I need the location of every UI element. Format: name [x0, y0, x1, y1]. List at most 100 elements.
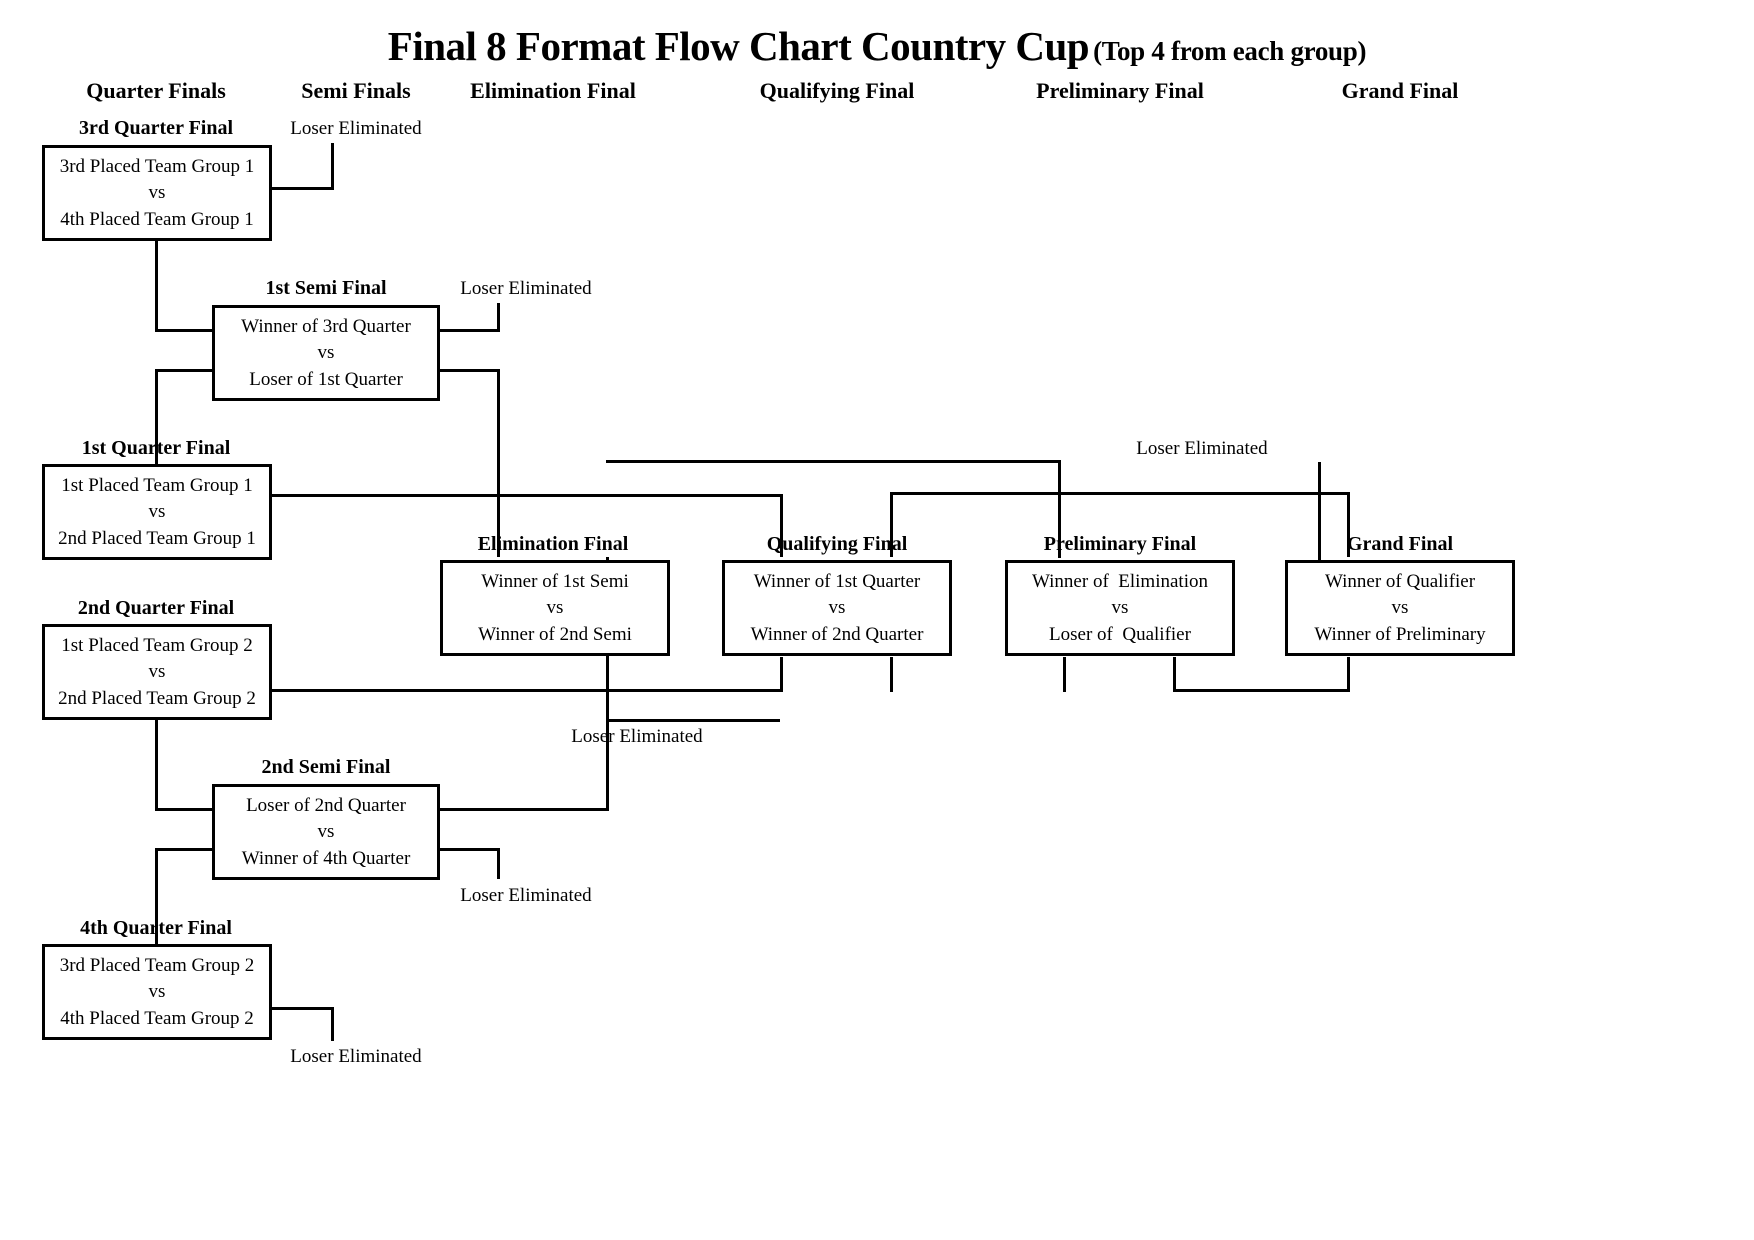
box-preliminary-final-bottom: Loser of Qualifier — [1049, 624, 1191, 645]
box-1st-semi-final[interactable]: Winner of 3rd Quarter vs Loser of 1st Qu… — [212, 305, 440, 401]
note-loser-eliminated-sf1: Loser Eliminated — [460, 278, 592, 299]
box-2nd-semi-final-bottom: Winner of 4th Quarter — [241, 848, 411, 869]
connector-sf1-to-elim-h — [438, 369, 500, 372]
box-preliminary-final-top: Winner of Elimination — [1031, 571, 1208, 592]
title-subtitle-text: (Top 4 from each group) — [1093, 36, 1367, 66]
box-1st-quarter-final-bottom: 2nd Placed Team Group 1 — [58, 528, 256, 549]
box-3rd-quarter-final[interactable]: 3rd Placed Team Group 1 vs 4th Placed Te… — [42, 145, 272, 241]
box-title-grand-final: Grand Final — [1346, 533, 1454, 555]
box-title-preliminary-final: Preliminary Final — [1043, 533, 1197, 555]
box-1st-semi-final-top: Winner of 3rd Quarter — [241, 316, 411, 337]
box-3rd-quarter-final-vs: vs — [148, 182, 166, 203]
note-loser-eliminated-qf3: Loser Eliminated — [290, 118, 422, 139]
box-elimination-final-top: Winner of 1st Semi — [481, 571, 629, 592]
connector-sf2-loser-h — [438, 848, 500, 851]
box-grand-final[interactable]: Winner of Qualifier vs Winner of Prelimi… — [1285, 560, 1515, 656]
connector-qf3-loser-h — [268, 187, 334, 190]
connector-qual-to-grand-v — [1063, 657, 1066, 692]
box-2nd-quarter-final-bottom: 2nd Placed Team Group 2 — [58, 688, 256, 709]
box-2nd-quarter-final-top: 1st Placed Team Group 2 — [61, 635, 253, 656]
connector-qf4-to-sf2-h — [155, 848, 215, 851]
box-2nd-semi-final-top: Loser of 2nd Quarter — [246, 795, 406, 816]
connector-prelim-loser-v — [1318, 462, 1321, 560]
column-header-preliminary-final: Preliminary Final — [1036, 78, 1204, 103]
title-main-text: Final 8 Format Flow Chart Country Cup — [387, 23, 1090, 69]
box-title-qualifying-final: Qualifying Final — [766, 533, 908, 555]
connector-qf2-to-qual-h — [268, 689, 783, 692]
note-loser-eliminated-qf4: Loser Eliminated — [290, 1046, 422, 1067]
box-title-1st-quarter-final: 1st Quarter Final — [81, 437, 231, 459]
box-qualifying-final-bottom: Winner of 2nd Quarter — [750, 624, 924, 645]
connector-sf1-loser-h — [438, 329, 500, 332]
box-title-3rd-quarter-final: 3rd Quarter Final — [78, 117, 234, 139]
box-1st-quarter-final[interactable]: 1st Placed Team Group 1 vs 2nd Placed Te… — [42, 464, 272, 560]
box-grand-final-bottom: Winner of Preliminary — [1314, 624, 1486, 645]
box-title-4th-quarter-final: 4th Quarter Final — [80, 917, 232, 939]
box-1st-semi-final-bottom: Loser of 1st Quarter — [249, 369, 403, 390]
box-title-1st-semi-final: 1st Semi Final — [265, 277, 387, 299]
box-1st-quarter-final-vs: vs — [148, 501, 166, 522]
note-loser-eliminated-sf2: Loser Eliminated — [460, 885, 592, 906]
column-header-qualifying-final: Qualifying Final — [759, 78, 915, 103]
connector-elim-to-prelim-h — [606, 460, 1061, 463]
connector-elim-loser-v — [606, 657, 609, 721]
box-title-2nd-quarter-final: 2nd Quarter Final — [77, 597, 235, 619]
connector-prelim-bottom-left-v — [1173, 657, 1176, 692]
connector-qual-loser-v — [890, 657, 893, 692]
box-4th-quarter-final-bottom: 4th Placed Team Group 2 — [60, 1008, 254, 1029]
box-qualifying-final-top: Winner of 1st Quarter — [753, 571, 921, 592]
box-preliminary-final-vs: vs — [1111, 597, 1129, 618]
box-4th-quarter-final[interactable]: 3rd Placed Team Group 2 vs 4th Placed Te… — [42, 944, 272, 1040]
connector-elim-to-prelim-v2 — [1058, 460, 1061, 558]
box-2nd-quarter-final[interactable]: 1st Placed Team Group 2 vs 2nd Placed Te… — [42, 624, 272, 720]
box-grand-final-vs: vs — [1391, 597, 1409, 618]
connector-elim-to-prelim-v — [780, 657, 783, 692]
connector-prelim-bottom-right-v — [1347, 657, 1350, 692]
box-2nd-quarter-final-vs: vs — [148, 661, 166, 682]
connector-qf3-loser-v — [331, 143, 334, 190]
connector-qf1-to-qual-v — [780, 494, 783, 557]
box-4th-quarter-final-top: 3rd Placed Team Group 2 — [59, 955, 255, 976]
connector-qf3-to-sf1-v — [155, 240, 158, 331]
connector-sf1-to-elim-v — [497, 369, 500, 557]
column-header-elimination-final: Elimination Final — [470, 78, 636, 103]
connector-sf1-loser-v — [497, 303, 500, 332]
column-header-grand-final: Grand Final — [1341, 78, 1459, 103]
box-title-2nd-semi-final: 2nd Semi Final — [261, 756, 391, 778]
box-elimination-final[interactable]: Winner of 1st Semi vs Winner of 2nd Semi — [440, 560, 670, 656]
connector-qual-loser-h — [890, 492, 1350, 495]
connector-qual-to-prelim-v — [890, 492, 893, 557]
connector-qf1-to-sf1-h — [155, 369, 215, 372]
connector-qf1-to-sf1-v — [155, 371, 158, 475]
box-3rd-quarter-final-top: 3rd Placed Team Group 1 — [59, 156, 255, 177]
connector-qf4-loser-h — [268, 1007, 334, 1010]
page-title: Final 8 Format Flow Chart Country Cup (T… — [0, 22, 1754, 70]
box-2nd-semi-final-vs: vs — [317, 821, 335, 842]
box-2nd-semi-final[interactable]: Loser of 2nd Quarter vs Winner of 4th Qu… — [212, 784, 440, 880]
connector-sf2-to-elim-h2 — [438, 808, 609, 811]
column-header-semi-finals: Semi Finals — [301, 78, 411, 103]
connector-qual-to-grand-v2 — [1347, 492, 1350, 557]
connector-sf2-loser-v — [497, 848, 500, 879]
connector-qf2-to-sf2-v — [155, 720, 158, 810]
box-qualifying-final-vs: vs — [828, 597, 846, 618]
connector-qf1-to-qual-h — [268, 494, 783, 497]
connector-elim-loser-h — [606, 719, 780, 722]
column-header-quarter-finals: Quarter Finals — [86, 78, 226, 103]
box-qualifying-final[interactable]: Winner of 1st Quarter vs Winner of 2nd Q… — [722, 560, 952, 656]
box-elimination-final-vs: vs — [546, 597, 564, 618]
box-grand-final-top: Winner of Qualifier — [1324, 571, 1476, 592]
connector-qf4-loser-v — [331, 1007, 334, 1041]
box-1st-quarter-final-top: 1st Placed Team Group 1 — [61, 475, 253, 496]
box-preliminary-final[interactable]: Winner of Elimination vs Loser of Qualif… — [1005, 560, 1235, 656]
note-loser-eliminated-preliminary: Loser Eliminated — [1136, 438, 1268, 459]
connector-qf4-to-sf2-v — [155, 850, 158, 953]
box-3rd-quarter-final-bottom: 4th Placed Team Group 1 — [60, 209, 254, 230]
connector-qf3-to-sf1-h — [155, 329, 215, 332]
connector-qf2-to-sf2-h — [155, 808, 215, 811]
note-loser-eliminated-elimination: Loser Eliminated — [571, 726, 703, 747]
box-4th-quarter-final-vs: vs — [148, 981, 166, 1002]
connector-prelim-bottom-h — [1173, 689, 1350, 692]
box-title-elimination-final: Elimination Final — [477, 533, 629, 555]
box-elimination-final-bottom: Winner of 2nd Semi — [478, 624, 632, 645]
